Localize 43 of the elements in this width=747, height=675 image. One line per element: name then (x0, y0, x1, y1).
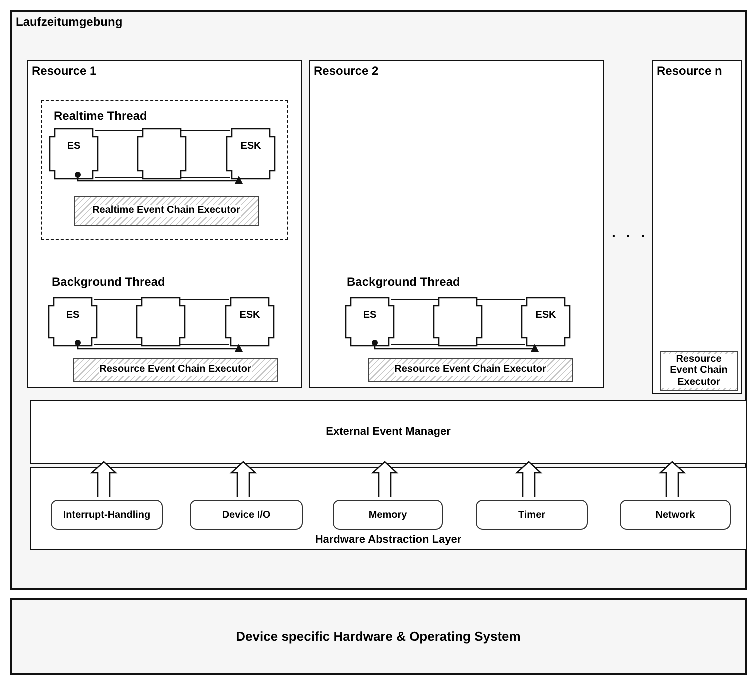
block-arrow (515, 461, 543, 498)
thread-frame (41, 100, 288, 240)
runtime-frame (10, 10, 747, 590)
event-block: ES (49, 128, 99, 180)
resource-panel (309, 60, 604, 388)
component-box: Network (620, 500, 731, 530)
thread-title: Background Thread (347, 275, 460, 289)
block-arrow (90, 461, 118, 498)
event-block: ESK (521, 297, 571, 347)
event-block: ES (48, 297, 98, 347)
block-arrow (658, 461, 686, 498)
block-arrow (371, 461, 399, 498)
panel-title: Resource 1 (32, 64, 97, 78)
event-block (137, 128, 187, 180)
ellipsis-mark: · · · (612, 228, 649, 244)
panel-title: Realtime Thread (54, 109, 148, 123)
component-box: Interrupt-Handling (51, 500, 163, 530)
arrow (372, 340, 539, 352)
panel-title: Laufzeitumgebung (16, 15, 123, 29)
abstraction-layer-bar (30, 467, 747, 550)
block-arrow (230, 461, 258, 498)
resource-panel (27, 60, 302, 388)
thread-title: Background Thread (52, 275, 166, 289)
resource-panel (652, 60, 742, 394)
executor-box: Realtime Event Chain Executor (74, 196, 259, 226)
event-block: ESK (225, 297, 275, 347)
executor-box: Resource Event Chain Executor (368, 358, 573, 382)
event-block: ESK (226, 128, 276, 180)
executor-box: Resource Event Chain Executor (660, 351, 738, 391)
executor-box: Resource Event Chain Executor (73, 358, 278, 382)
component-box: Timer (476, 500, 588, 530)
event-block (136, 297, 186, 347)
event-block: ES (345, 297, 395, 347)
component-box: Memory (333, 500, 443, 530)
panel-title: Resource n (657, 64, 722, 78)
platform-bar: Device specific Hardware & Operating System (10, 598, 747, 675)
component-box: Device I/O (190, 500, 303, 530)
event-block (433, 297, 483, 347)
event-manager-bar: External Event Manager (30, 400, 747, 464)
arrow (75, 340, 243, 352)
layer-title: Hardware Abstraction Layer (314, 534, 463, 546)
panel-title: Resource 2 (314, 64, 379, 78)
arrow (75, 172, 243, 184)
